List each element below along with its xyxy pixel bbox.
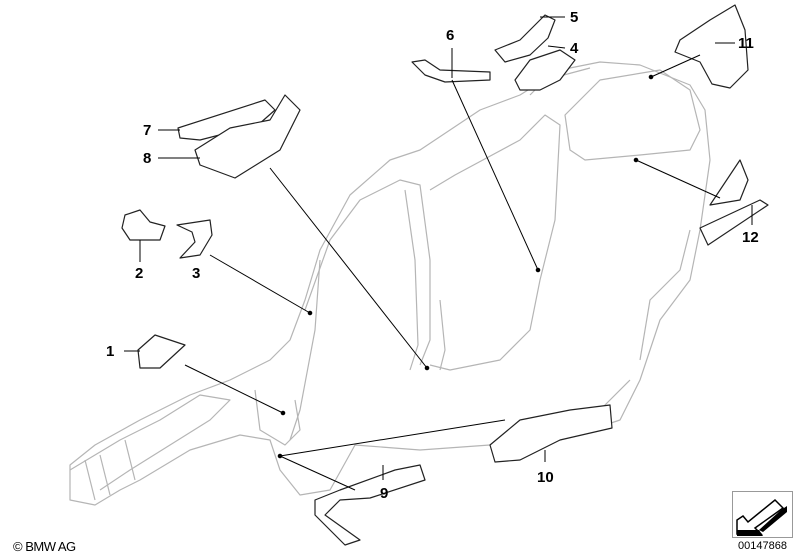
- part-5: [494, 14, 556, 63]
- callout-6: 6: [446, 27, 455, 44]
- part-3: [176, 219, 213, 259]
- callout-7: 7: [143, 122, 152, 139]
- callout-3: 3: [192, 265, 201, 282]
- callout-1: 1: [106, 343, 115, 360]
- part-9: [314, 464, 426, 546]
- callout-9: 9: [380, 485, 389, 502]
- copyright-text: © BMW AG: [13, 539, 76, 554]
- part-11: [674, 4, 749, 89]
- arrow-down-left-icon: [736, 498, 787, 536]
- part-8: [194, 94, 301, 179]
- part-4: [514, 49, 576, 91]
- callout-8: 8: [143, 150, 152, 167]
- part-1: [137, 334, 186, 369]
- part-number: 00147868: [738, 540, 787, 552]
- callout-12: 12: [742, 229, 759, 246]
- part-2: [121, 209, 166, 241]
- part-12: [699, 159, 769, 246]
- part-6: [411, 59, 491, 83]
- callout-11: 11: [738, 35, 754, 52]
- callout-5: 5: [570, 9, 579, 26]
- nav-arrow-button[interactable]: [732, 491, 793, 538]
- callout-10: 10: [537, 469, 554, 486]
- part-10: [489, 404, 613, 463]
- callout-4: 4: [570, 40, 579, 57]
- part-drawings: [121, 4, 769, 546]
- leader-lines: [124, 16, 753, 491]
- callout-2: 2: [135, 265, 144, 282]
